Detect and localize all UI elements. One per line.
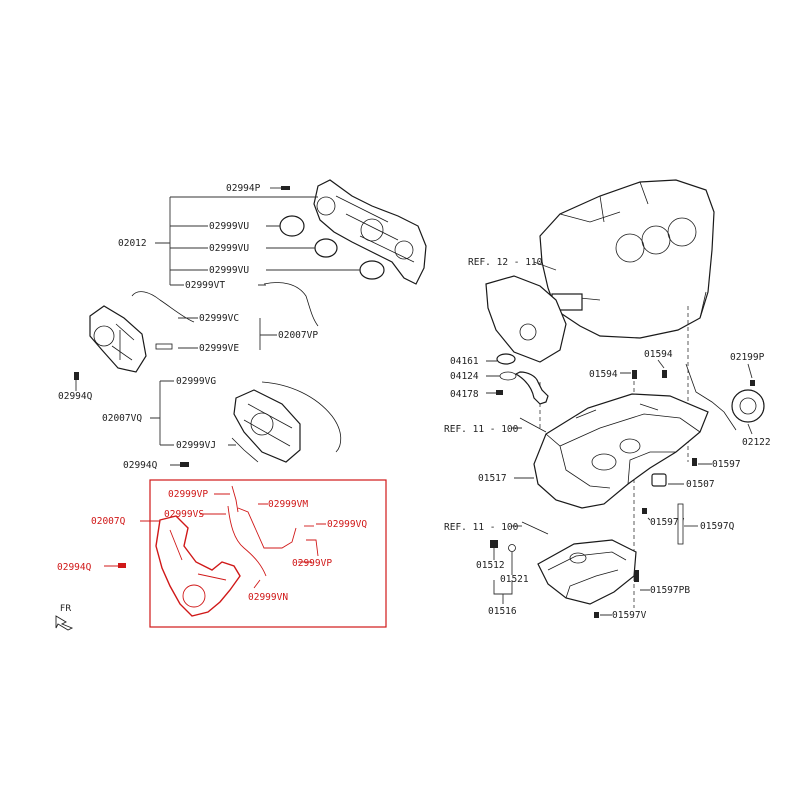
label-02999VC: 02999VC xyxy=(199,313,239,324)
engine-block-group xyxy=(485,179,715,363)
timing-belt-cover-mid xyxy=(89,305,147,373)
label-01516: 01516 xyxy=(488,606,517,617)
label-01517: 01517 xyxy=(478,473,507,484)
label-02007VP: 02007VP xyxy=(278,330,318,341)
upper-oil-pan-group xyxy=(512,393,712,521)
bracket-group xyxy=(620,359,765,435)
label-02999VU-2: 02999VU xyxy=(209,243,249,254)
front-direction-indicator: FR xyxy=(55,604,74,631)
dipstick-tube-lower xyxy=(521,521,549,535)
fr-arrow-icon xyxy=(55,615,74,631)
bolt-02994Q-1 xyxy=(74,372,79,380)
cover-upper-hole-1 xyxy=(316,196,336,216)
label-02999VM: 02999VM xyxy=(268,499,308,510)
lower-oil-pan-group xyxy=(490,503,698,618)
label-02999VQ: 02999VQ xyxy=(327,519,367,530)
label-01597-1: 01597 xyxy=(712,459,741,470)
label-02999VU-1: 02999VU xyxy=(209,221,249,232)
label-01521: 01521 xyxy=(500,574,529,585)
oil-strainer-group xyxy=(486,353,549,405)
cover-upper-hole-3 xyxy=(394,240,414,260)
seal-ring-1 xyxy=(279,215,305,237)
label-02199P: 02199P xyxy=(730,352,765,363)
hose-02999VP-2 xyxy=(306,539,319,557)
label-02994P: 02994P xyxy=(226,183,261,194)
highlight-box-group xyxy=(104,479,387,628)
label-02999VN: 02999VN xyxy=(248,592,288,603)
highlight-box xyxy=(149,479,387,628)
rear-cover-02007Q xyxy=(155,515,241,617)
label-01597V-1: 01597V xyxy=(650,517,685,528)
gasket-02999VG xyxy=(261,381,342,453)
timing-belt-cover-upper-group xyxy=(155,179,427,327)
bolt-02994P xyxy=(281,186,290,190)
hose-02999VS xyxy=(237,507,297,549)
gasket-02999VT xyxy=(263,282,319,327)
label-01594-2: 01594 xyxy=(589,369,618,380)
label-ref-11-100-1: REF. 11 - 100 xyxy=(444,424,519,435)
label-01594-1: 01594 xyxy=(644,349,673,360)
bracket-01594 xyxy=(685,363,737,431)
label-01597V-2: 01597V xyxy=(612,610,647,621)
label-02007VQ: 02007VQ xyxy=(102,413,142,424)
gasket-02999VC xyxy=(131,291,195,323)
label-02999VE: 02999VE xyxy=(199,343,239,354)
drain-plug-01507 xyxy=(651,473,667,487)
timing-belt-cover-lower xyxy=(233,389,301,463)
label-02994Q-1: 02994Q xyxy=(58,391,93,402)
label-04178: 04178 xyxy=(450,389,479,400)
label-02999VT: 02999VT xyxy=(185,280,225,291)
lower-oil-pan xyxy=(537,539,637,605)
label-04124: 04124 xyxy=(450,371,479,382)
label-01597PB: 01597PB xyxy=(650,585,690,596)
bolt-02994Q-3 xyxy=(118,563,126,568)
label-02999VJ: 02999VJ xyxy=(176,440,216,451)
timing-belt-cover-mid-group xyxy=(74,291,277,391)
timing-belt-cover-lower-group xyxy=(150,380,342,467)
label-01507: 01507 xyxy=(686,479,715,490)
label-02012: 02012 xyxy=(118,238,147,249)
label-04161: 04161 xyxy=(450,356,479,367)
label-02122: 02122 xyxy=(742,437,771,448)
dipstick-tube-upper xyxy=(519,417,547,433)
label-02994Q-3: 02994Q xyxy=(57,562,92,573)
bolt-02994Q-2 xyxy=(180,462,189,467)
timing-belt-cover-upper xyxy=(313,179,427,285)
label-02999VP-2: 02999VP xyxy=(292,558,332,569)
label-02999VS: 02999VS xyxy=(164,509,204,520)
seal-ring-3 xyxy=(359,260,385,280)
label-02999VP-1: 02999VP xyxy=(168,489,208,500)
cover-upper-hole-2 xyxy=(360,218,384,242)
seal-ring-2 xyxy=(314,238,338,258)
fr-label: FR xyxy=(60,604,71,614)
label-ref-12-110: REF. 12 - 110 xyxy=(468,257,543,268)
label-02007Q: 02007Q xyxy=(91,516,126,527)
cover-02122 xyxy=(731,389,765,423)
upper-oil-pan xyxy=(533,393,709,509)
label-01597Q: 01597Q xyxy=(700,521,735,532)
label-02999VU-3: 02999VU xyxy=(209,265,249,276)
hose-02999VM xyxy=(227,505,267,577)
oil-pump-housing xyxy=(485,275,567,363)
oil-strainer-pipe xyxy=(514,371,549,405)
label-02994Q-2: 02994Q xyxy=(123,460,158,471)
label-01512: 01512 xyxy=(476,560,505,571)
label-ref-11-100-2: REF. 11 - 100 xyxy=(444,522,519,533)
label-02999VG: 02999VG xyxy=(176,376,216,387)
hose-02999VP xyxy=(231,485,239,513)
